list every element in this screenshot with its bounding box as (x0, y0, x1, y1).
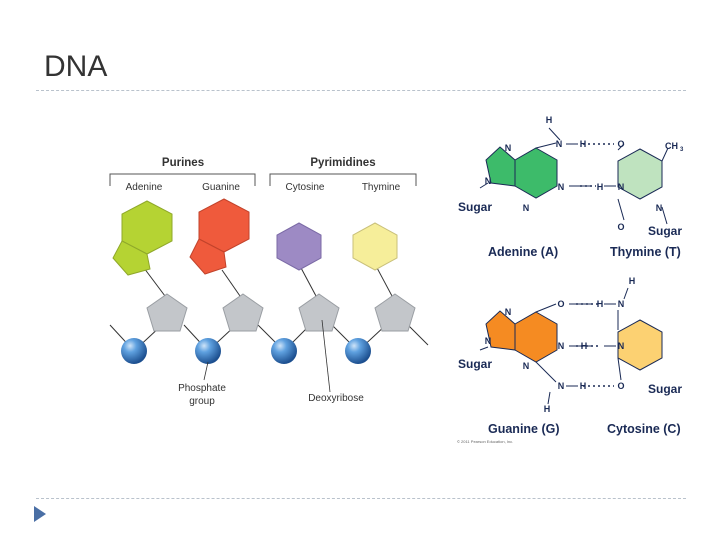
adenine-thymine-pair: H N H O CH 3 N N N H N N O N Sugar Sugar… (458, 115, 684, 259)
svg-text:H: H (546, 115, 553, 125)
svg-text:N: N (523, 203, 530, 213)
svg-text:H: H (581, 341, 588, 351)
thymine-sugar-label: Sugar (648, 224, 682, 238)
next-slide-arrow-icon[interactable] (34, 506, 46, 522)
thymine-base-shape (352, 222, 398, 271)
svg-text:H: H (597, 182, 604, 192)
svg-text:N: N (618, 341, 625, 351)
nucleotide-structures-figure: Purines Pyrimidines Adenine Guanine Cyto… (109, 157, 429, 407)
svg-text:N: N (558, 341, 565, 351)
thymine-name: Thymine (T) (610, 245, 681, 259)
base-pairing-figure: H N H O CH 3 N N N H N N O N Sugar Sugar… (457, 115, 684, 444)
copyright-text: © 2011 Pearson Education, Inc. (457, 439, 513, 444)
guanine-name: Guanine (G) (488, 422, 560, 436)
svg-text:N: N (485, 176, 492, 186)
phosphate-label-line1: Phosphate (178, 383, 226, 394)
cytosine-name: Cytosine (C) (607, 422, 681, 436)
svg-text:H: H (597, 299, 604, 309)
pyrimidines-bracket (269, 173, 417, 186)
cytosine-base-shape (276, 222, 322, 271)
phosphate-spheres (121, 338, 371, 364)
svg-text:H: H (580, 139, 587, 149)
adenine-label: Adenine (126, 182, 163, 193)
svg-text:CH: CH (665, 141, 678, 151)
svg-text:N: N (505, 307, 512, 317)
adenine-base-shape (112, 200, 173, 276)
deoxyribose-label: Deoxyribose (308, 393, 364, 404)
svg-text:N: N (505, 143, 512, 153)
svg-text:O: O (617, 222, 624, 232)
svg-text:N: N (618, 299, 625, 309)
svg-text:3: 3 (680, 147, 684, 153)
deoxyribose-leader (321, 319, 331, 393)
adenine-name: Adenine (A) (488, 245, 558, 259)
svg-text:H: H (629, 276, 636, 286)
svg-text:N: N (523, 361, 530, 371)
pyrimidines-header: Pyrimidines (310, 157, 375, 169)
svg-text:H: H (544, 404, 551, 414)
phosphate-label-line2: group (189, 396, 215, 407)
purines-bracket (109, 173, 256, 186)
guanine-label: Guanine (202, 182, 240, 193)
svg-text:N: N (556, 139, 563, 149)
guanine-cytosine-pair: H O H N N N N H N N N H O H Sugar Sugar … (458, 276, 682, 436)
purines-header: Purines (162, 157, 204, 169)
svg-text:N: N (558, 182, 565, 192)
slide-title: DNA (44, 50, 108, 83)
svg-text:H: H (580, 381, 587, 391)
cytosine-label: Cytosine (286, 182, 325, 193)
thymine-label: Thymine (362, 182, 401, 193)
svg-text:N: N (558, 381, 565, 391)
guanine-sugar-label: Sugar (458, 357, 492, 371)
svg-text:N: N (485, 336, 492, 346)
cytosine-sugar-label: Sugar (648, 382, 682, 396)
bottom-divider (36, 498, 686, 499)
sugar-shapes (146, 293, 416, 332)
svg-text:N: N (618, 182, 625, 192)
top-divider (36, 90, 686, 91)
svg-text:O: O (617, 139, 624, 149)
svg-text:O: O (617, 381, 624, 391)
guanine-base-shape (189, 198, 250, 275)
svg-text:N: N (656, 203, 663, 213)
phosphate-leader (203, 361, 209, 381)
adenine-sugar-label: Sugar (458, 200, 492, 214)
svg-text:O: O (557, 299, 564, 309)
